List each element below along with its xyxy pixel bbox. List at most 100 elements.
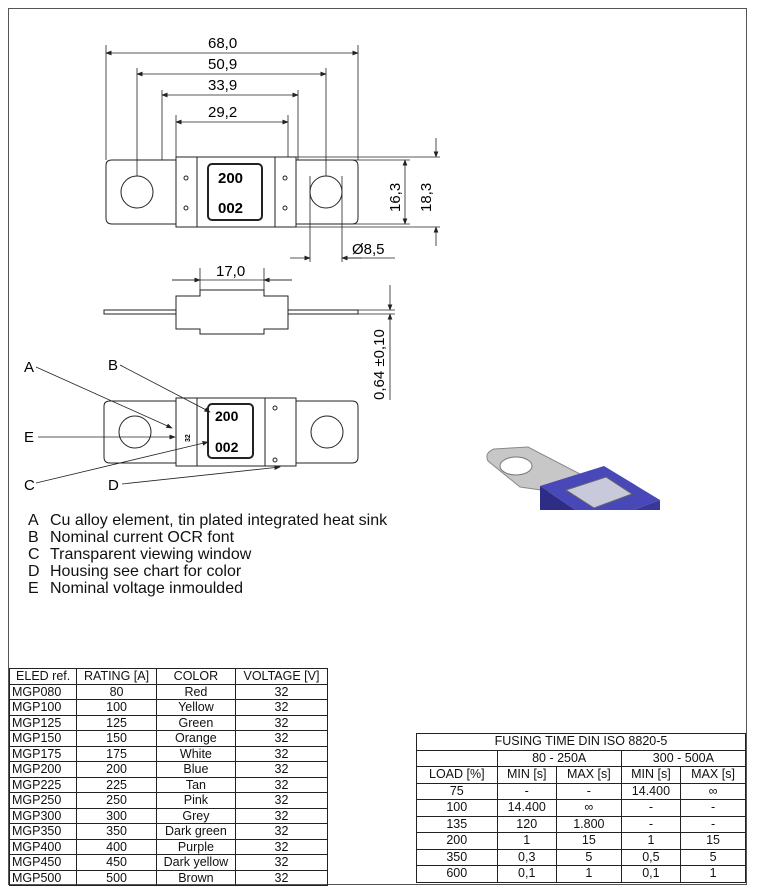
- header-cell: MAX [s]: [555, 766, 622, 784]
- dim-inner-height: 16,3: [387, 183, 404, 212]
- table-cell: 32: [234, 776, 329, 793]
- dim-hole-spacing: 50,9: [208, 56, 237, 73]
- callout-d: D: [108, 477, 119, 494]
- table-cell: 200: [416, 832, 498, 850]
- table-cell: 5: [555, 848, 622, 866]
- table-cell: MGP150: [8, 730, 78, 747]
- callout-e: E: [24, 429, 34, 446]
- table-cell: 350: [416, 848, 498, 866]
- table-cell: MGP100: [8, 699, 78, 716]
- table-cell: Purple: [155, 838, 236, 855]
- table-cell: 32: [234, 730, 329, 747]
- top-code-text: 002: [218, 200, 243, 217]
- table-cell: 100: [76, 699, 157, 716]
- table-cell: MGP175: [8, 745, 78, 762]
- table-cell: 32: [234, 714, 329, 731]
- table-cell: Green: [155, 714, 236, 731]
- header-cell: MAX [s]: [680, 766, 746, 784]
- dim-side-width: 17,0: [216, 263, 245, 280]
- dim-outer-height: 18,3: [418, 183, 435, 212]
- table-cell: -: [680, 815, 746, 833]
- callout-b: B: [108, 357, 118, 374]
- table-cell: 1: [620, 832, 682, 850]
- top-rating-text: 200: [218, 170, 243, 187]
- header-cell: MIN [s]: [496, 766, 557, 784]
- drawing-frame: [8, 8, 747, 885]
- table-row: 75--14.400∞: [416, 782, 746, 800]
- header-cell: RATING [A]: [76, 668, 157, 685]
- table-cell: MGP225: [8, 776, 78, 793]
- table-cell: 32: [234, 683, 329, 700]
- group-a: 80 - 250A: [496, 749, 622, 767]
- table-cell: 32: [234, 823, 329, 840]
- table-cell: 80: [76, 683, 157, 700]
- table-cell: 32: [234, 807, 329, 824]
- table-cell: 0,5: [620, 848, 682, 866]
- table-cell: 0,1: [496, 865, 557, 883]
- voltage-mark: 32: [185, 434, 192, 442]
- table-cell: 5: [680, 848, 746, 866]
- table-cell: 100: [416, 799, 498, 817]
- table-cell: 0,1: [620, 865, 682, 883]
- table-cell: 120: [496, 815, 557, 833]
- table-cell: Brown: [155, 869, 236, 886]
- dim-housing-inner: 29,2: [208, 104, 237, 121]
- table-cell: 32: [234, 838, 329, 855]
- fusing-time-table: FUSING TIME DIN ISO 8820-5 80 - 250A 300…: [416, 733, 747, 883]
- table-cell: Blue: [155, 761, 236, 778]
- table-cell: 175: [76, 745, 157, 762]
- table-cell: Dark yellow: [155, 854, 236, 871]
- table-cell: 250: [76, 792, 157, 809]
- table-cell: -: [620, 815, 682, 833]
- table-cell: 32: [234, 699, 329, 716]
- table-cell: Orange: [155, 730, 236, 747]
- table-cell: 15: [555, 832, 622, 850]
- fusing-title-row: FUSING TIME DIN ISO 8820-5: [416, 733, 746, 751]
- table-cell: 200: [76, 761, 157, 778]
- table-cell: Yellow: [155, 699, 236, 716]
- table-cell: 400: [76, 838, 157, 855]
- table-cell: MGP080: [8, 683, 78, 700]
- dim-thickness: 0,64 ±0,10: [371, 329, 388, 400]
- table-cell: 1: [680, 865, 746, 883]
- table-cell: 1.800: [555, 815, 622, 833]
- table-cell: 32: [234, 792, 329, 809]
- table-cell: Red: [155, 683, 236, 700]
- table-cell: 15: [680, 832, 746, 850]
- table-cell: White: [155, 745, 236, 762]
- header-cell: ELED ref.: [8, 668, 78, 685]
- table-cell: -: [496, 782, 557, 800]
- side-view: [103, 289, 359, 335]
- table-cell: 225: [76, 776, 157, 793]
- table-cell: MGP450: [8, 854, 78, 871]
- fusing-group-row: 80 - 250A 300 - 500A: [416, 749, 747, 767]
- dim-hole-diameter: Ø8,5: [352, 241, 385, 258]
- table-cell: -: [680, 799, 746, 817]
- labeled-view: [103, 397, 359, 467]
- table-cell: 14.400: [620, 782, 682, 800]
- table-cell: MGP350: [8, 823, 78, 840]
- table-cell: 500: [76, 869, 157, 886]
- table-cell: ∞: [680, 782, 746, 800]
- table-cell: 32: [234, 869, 329, 886]
- top-view: [105, 156, 359, 228]
- table-cell: MGP200: [8, 761, 78, 778]
- header-cell: COLOR: [155, 668, 236, 685]
- fusing-title: FUSING TIME DIN ISO 8820-5: [416, 733, 746, 751]
- table-cell: 0,3: [496, 848, 557, 866]
- header-cell: MIN [s]: [620, 766, 682, 784]
- technical-drawing: 200 002 68,0 50,9 33,9 29,2 16,3 18,3 Ø8…: [24, 35, 660, 510]
- fusing-header-row: LOAD [%] MIN [s] MAX [s] MIN [s] MAX [s]: [416, 766, 746, 784]
